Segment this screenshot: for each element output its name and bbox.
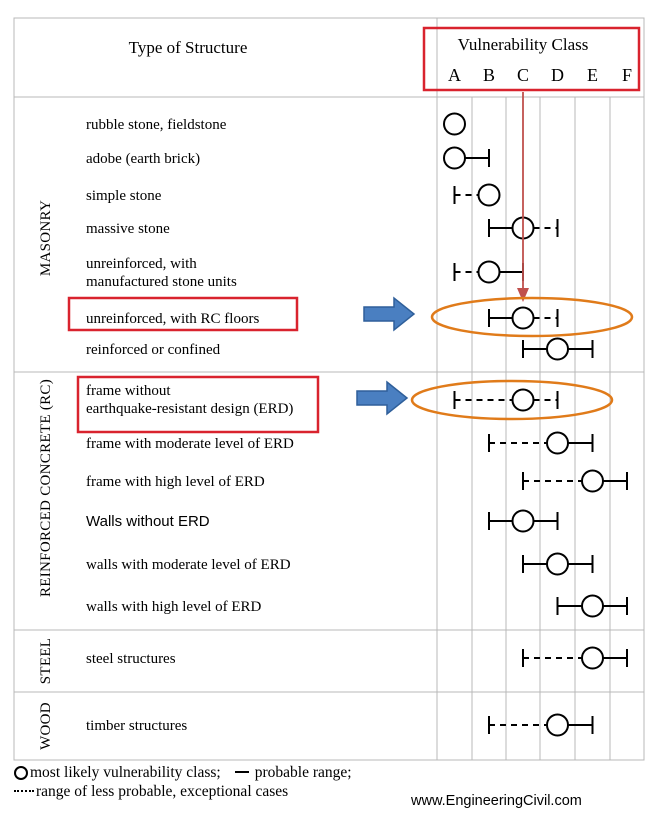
vulnerability-mark-row bbox=[453, 388, 559, 412]
group-label-masonry: MASONRY bbox=[38, 200, 54, 276]
type-of-structure-heading: Type of Structure bbox=[129, 38, 248, 57]
structure-type-label: frame with moderate level of ERD bbox=[86, 436, 294, 452]
structure-type-label: massive stone bbox=[86, 221, 170, 237]
vulnerability-mark-row bbox=[443, 146, 490, 170]
pointer-arrow-icon bbox=[363, 296, 416, 332]
most-likely-class-circle bbox=[477, 260, 501, 284]
class-letter-D: D bbox=[551, 65, 564, 85]
vulnerability-mark-row bbox=[488, 509, 559, 533]
circle-icon bbox=[14, 766, 28, 780]
most-likely-class-circle bbox=[581, 469, 604, 493]
most-likely-class-circle bbox=[443, 112, 466, 136]
vulnerability-mark-row bbox=[522, 646, 628, 670]
vulnerability-mark-row bbox=[488, 306, 559, 330]
highlight-ellipse-frame-no-erd bbox=[410, 379, 614, 421]
vulnerability-mark-row bbox=[522, 337, 594, 361]
structure-type-label: walls with high level of ERD bbox=[86, 599, 262, 615]
structure-type-label: simple stone bbox=[86, 188, 162, 204]
vulnerability-class-heading: Vulnerability Class bbox=[458, 35, 589, 54]
vulnerability-mark-row bbox=[522, 552, 594, 576]
vulnerability-mark-row bbox=[488, 713, 594, 737]
legend-probable: probable range; bbox=[254, 764, 352, 781]
connector-arrowhead bbox=[517, 288, 529, 302]
most-likely-class-circle bbox=[443, 146, 466, 170]
most-likely-class-circle bbox=[546, 431, 569, 455]
legend-likely: most likely vulnerability class; bbox=[30, 764, 221, 781]
structure-type-label: Walls without ERD bbox=[86, 513, 210, 530]
group-label-wood: WOOD bbox=[38, 702, 54, 750]
legend-line-2: range of less probable, exceptional case… bbox=[14, 782, 434, 801]
class-header-highlight-box bbox=[422, 26, 641, 92]
most-likely-class-circle bbox=[581, 594, 604, 618]
most-likely-class-circle bbox=[546, 337, 569, 361]
vulnerability-mark-row bbox=[453, 260, 524, 284]
vulnerability-mark-row bbox=[556, 594, 628, 618]
row-labels: rubble stone, fieldstone adobe (earth bri… bbox=[86, 117, 294, 734]
structure-type-label: frame with high level of ERD bbox=[86, 474, 265, 490]
most-likely-class-circle bbox=[581, 646, 604, 670]
source-credit: www.EngineeringCivil.com bbox=[411, 793, 582, 809]
vulnerability-mark-row bbox=[522, 469, 628, 493]
vulnerability-mark-row bbox=[453, 183, 501, 207]
vulnerability-marks bbox=[443, 112, 628, 737]
dotted-line-icon bbox=[14, 790, 34, 792]
class-letter-E: E bbox=[587, 65, 598, 85]
class-letter-B: B bbox=[483, 65, 495, 85]
pointer-arrow-icon bbox=[356, 380, 409, 416]
class-letters: A B C D E F bbox=[448, 65, 632, 85]
most-likely-class-circle bbox=[511, 509, 535, 533]
structure-type-label: timber structures bbox=[86, 718, 187, 734]
row-highlight-box-frame-no-erd bbox=[76, 375, 320, 434]
class-letter-F: F bbox=[622, 65, 632, 85]
structure-type-label: steel structures bbox=[86, 651, 176, 667]
structure-type-label: reinforced or confined bbox=[86, 342, 221, 358]
most-likely-class-circle bbox=[511, 388, 535, 412]
vulnerability-mark-row bbox=[488, 216, 559, 240]
structure-type-label: rubble stone, fieldstone bbox=[86, 117, 227, 133]
legend-line-1: most likely vulnerability class; probable… bbox=[14, 763, 434, 782]
most-likely-class-circle bbox=[477, 183, 501, 207]
most-likely-class-circle bbox=[511, 306, 535, 330]
structure-type-label: walls with moderate level of ERD bbox=[86, 557, 291, 573]
group-label-reinforced: REINFORCED CONCRETE (RC) bbox=[38, 379, 54, 597]
annotations bbox=[67, 26, 641, 434]
most-likely-class-circle bbox=[546, 552, 569, 576]
group-labels: MASONRY REINFORCED CONCRETE (RC) STEEL WOOD bbox=[38, 200, 54, 750]
legend-exceptional: range of less probable, exceptional case… bbox=[36, 783, 289, 800]
class-letter-A: A bbox=[448, 65, 461, 85]
vulnerability-mark-row bbox=[443, 112, 466, 136]
vulnerability-mark-row bbox=[488, 431, 594, 455]
highlight-ellipse-rc-floors bbox=[430, 296, 634, 338]
most-likely-class-circle bbox=[546, 713, 569, 737]
group-label-steel: STEEL bbox=[38, 638, 54, 685]
structure-type-label: unreinforced, with RC floors bbox=[86, 311, 259, 327]
row-highlight-box-rc-floors bbox=[67, 296, 299, 332]
table-grid bbox=[13, 17, 645, 761]
class-letter-C: C bbox=[517, 65, 529, 85]
dash-icon bbox=[234, 771, 249, 773]
legend: most likely vulnerability class; probable… bbox=[14, 763, 434, 801]
structure-type-label: adobe (earth brick) bbox=[86, 151, 200, 167]
